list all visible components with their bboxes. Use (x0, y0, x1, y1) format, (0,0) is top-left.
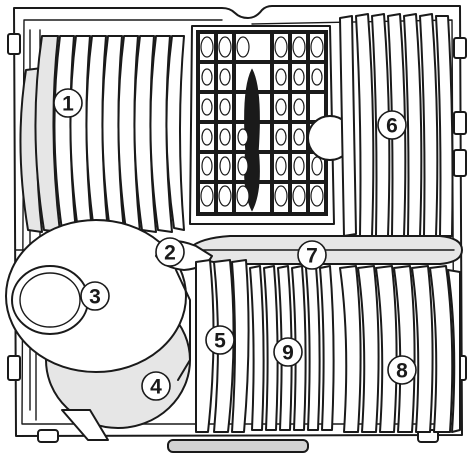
callout-9: 9 (273, 337, 303, 367)
callout-7: 7 (297, 240, 327, 270)
callout-4: 4 (141, 371, 171, 401)
callout-6-label: 6 (386, 115, 398, 138)
lower-left-plates (195, 259, 250, 433)
callout-4-label: 4 (150, 376, 162, 399)
cutlery-basket (189, 25, 335, 225)
middle-tray (189, 235, 463, 265)
callout-8-label: 8 (396, 360, 408, 383)
callout-5: 5 (205, 325, 235, 355)
callout-1-label: 1 (62, 93, 74, 116)
callout-8: 8 (387, 355, 417, 385)
upper-left-plates (19, 35, 185, 233)
lower-right-plates (339, 265, 461, 433)
lower-middle-plates (249, 265, 335, 431)
callout-2: 2 (155, 237, 185, 267)
callout-1: 1 (53, 88, 83, 118)
callout-9-label: 9 (282, 342, 294, 365)
callout-3-label: 3 (89, 286, 101, 309)
callout-3: 3 (80, 281, 110, 311)
callout-7-label: 7 (306, 245, 318, 268)
callout-2-label: 2 (164, 242, 176, 265)
callout-5-label: 5 (214, 330, 226, 353)
callout-6: 6 (377, 110, 407, 140)
